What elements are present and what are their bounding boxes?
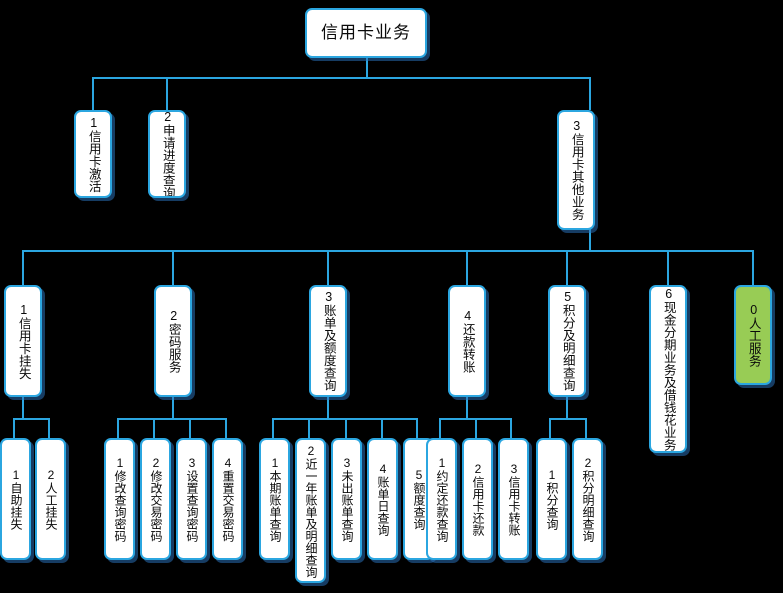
node-leaf-label: 1修改查询密码 [112,456,127,542]
connector-bus-guashi [13,418,50,420]
node-l2-label: 2申请进度查询 [160,110,175,198]
node-leaf-self-loss-report[interactable]: 1自助挂失 [0,438,31,560]
connector-drop-zhangdan-5 [416,418,418,438]
node-l2-label: 1信用卡激活 [86,115,101,193]
connector-drop-l3-2 [172,250,174,285]
connector-drop-l3-4 [466,250,468,285]
connector-drop-mima-2 [153,418,155,438]
node-leaf-current-bill-query[interactable]: 1本期账单查询 [259,438,290,560]
node-l3-label: 3账单及额度查询 [321,290,336,392]
connector-drop-l2-3 [589,77,591,110]
node-l3-repayment-transfer[interactable]: 4还款转账 [448,285,486,397]
connector-bus-mima [117,418,227,420]
node-leaf-label: 4重置交易密码 [220,456,235,542]
connector-drop-l3-7 [752,250,754,285]
connector-drop-zhangdan-4 [381,418,383,438]
node-leaf-label: 2信用卡还款 [470,462,485,536]
node-root[interactable]: 信用卡业务 [305,8,427,58]
node-leaf-one-year-bill-detail-query[interactable]: 2近一年账单及明细查询 [295,438,326,583]
connector-drop-jifen-2 [585,418,587,438]
node-leaf-set-query-password[interactable]: 3设置查询密码 [176,438,207,560]
node-leaf-change-transaction-password[interactable]: 2修改交易密码 [140,438,171,560]
node-l3-manual-service[interactable]: 0人工服务 [734,285,772,385]
connector-stem-huankuan [466,397,468,419]
node-leaf-agreed-repayment-query[interactable]: 1约定还款查询 [426,438,457,560]
node-leaf-bill-date-query[interactable]: 4账单日查询 [367,438,398,560]
connector-drop-l3-1 [22,250,24,285]
node-l2-label: 3信用卡其他业务 [569,119,584,221]
node-l3-cash-installment[interactable]: 6现金分期业务及借钱花业务 [649,285,687,453]
node-leaf-credit-card-repayment[interactable]: 2信用卡还款 [462,438,493,560]
node-l3-label: 6现金分期业务及借钱花业务 [661,287,676,451]
node-l3-password-service[interactable]: 2密码服务 [154,285,192,397]
connector-root-stem [366,58,368,78]
node-leaf-label: 3未出账单查询 [339,456,354,542]
connector-drop-jifen-1 [549,418,551,438]
node-leaf-reset-transaction-password[interactable]: 4重置交易密码 [212,438,243,560]
node-leaf-credit-card-transfer[interactable]: 3信用卡转账 [498,438,529,560]
connector-drop-mima-3 [189,418,191,438]
connector-drop-l3-5 [566,250,568,285]
connector-drop-zhangdan-1 [272,418,274,438]
node-l3-label: 0人工服务 [746,303,761,367]
node-leaf-points-query[interactable]: 1积分查询 [536,438,567,560]
connector-bus-jifen [549,418,586,420]
node-leaf-label: 3设置查询密码 [184,456,199,542]
connector-drop-huankuan-3 [510,418,512,438]
connector-drop-zhangdan-2 [308,418,310,438]
connector-drop-l2-2 [166,77,168,110]
connector-stem-guashi [22,397,24,419]
connector-drop-huankuan-1 [439,418,441,438]
node-leaf-label: 2近一年账单及明细查询 [303,443,318,578]
node-leaf-label: 1自助挂失 [8,468,23,530]
node-leaf-label: 2修改交易密码 [148,456,163,542]
node-leaf-label: 2人工挂失 [43,468,58,530]
node-l2-credit-card-activation[interactable]: 1信用卡激活 [74,110,112,198]
node-l3-card-loss-report[interactable]: 1信用卡挂失 [4,285,42,397]
connector-drop-guashi-2 [48,418,50,438]
node-leaf-unbilled-query[interactable]: 3未出账单查询 [331,438,362,560]
node-l3-points-and-detail-query[interactable]: 5积分及明细查询 [548,285,586,397]
connector-stem-mima [172,397,174,419]
node-root-label: 信用卡业务 [321,22,411,42]
node-leaf-label: 1积分查询 [544,468,559,530]
connector-drop-huankuan-2 [475,418,477,438]
connector-drop-l3-6 [667,250,669,285]
node-leaf-points-detail-query[interactable]: 2积分明细查询 [572,438,603,560]
connector-level2-bus [92,77,590,79]
connector-drop-zhangdan-3 [345,418,347,438]
connector-drop-l2-1 [92,77,94,110]
node-l3-label: 4还款转账 [460,309,475,373]
connector-drop-mima-4 [225,418,227,438]
connector-drop-l3-3 [327,250,329,285]
node-l3-label: 2密码服务 [166,309,181,373]
connector-level3-stem [589,229,591,251]
node-leaf-label: 1约定还款查询 [434,456,449,542]
node-l3-bill-and-limit-query[interactable]: 3账单及额度查询 [309,285,347,397]
connector-stem-zhangdan [327,397,329,419]
node-leaf-label: 1本期账单查询 [267,456,282,542]
connector-level3-bus [22,250,753,252]
node-leaf-change-query-password[interactable]: 1修改查询密码 [104,438,135,560]
node-leaf-label: 4账单日查询 [375,462,390,536]
connector-drop-mima-1 [117,418,119,438]
node-leaf-label: 5额度查询 [411,468,426,530]
connector-drop-guashi-1 [13,418,15,438]
node-leaf-manual-loss-report[interactable]: 2人工挂失 [35,438,66,560]
node-l3-label: 5积分及明细查询 [560,290,575,392]
node-leaf-label: 3信用卡转账 [506,462,521,536]
node-l2-other-business[interactable]: 3信用卡其他业务 [557,110,595,230]
node-leaf-label: 2积分明细查询 [580,456,595,542]
node-l3-label: 1信用卡挂失 [16,302,31,380]
connector-stem-jifen [566,397,568,419]
node-l2-application-progress[interactable]: 2申请进度查询 [148,110,186,198]
